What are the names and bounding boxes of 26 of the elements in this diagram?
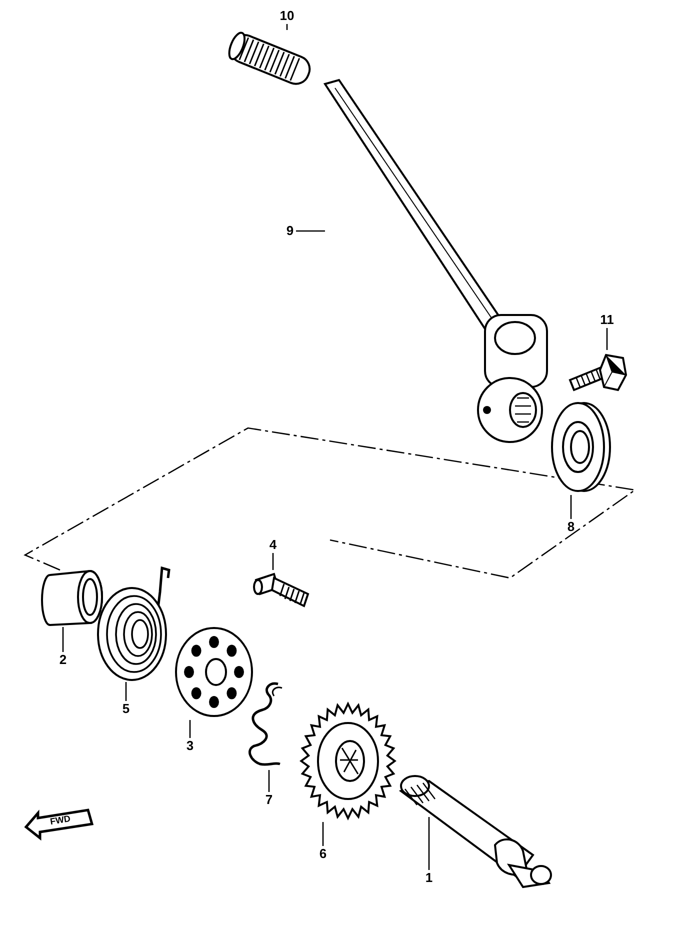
callout-number: 6 [313,846,333,862]
callout-number: 8 [561,519,581,535]
leader-line [322,822,324,846]
leader-line [570,495,572,519]
leader-line [189,720,191,738]
callout-number: 7 [259,792,279,808]
callout-number: 2 [53,652,73,668]
leader-line [272,553,274,570]
leader-line [286,24,288,30]
leader-line [268,770,270,792]
collar-drawing [40,567,105,627]
callout-number: 3 [180,738,200,754]
leader-line [296,230,325,232]
callout-number: 11 [597,312,617,328]
leader-line [428,817,430,870]
leader-line [125,682,127,701]
callout-number: 4 [263,537,283,553]
oil-seal-drawing [548,400,612,495]
leader-line [62,627,64,652]
callout-number: 5 [116,701,136,717]
plate-drawing [172,625,256,720]
callout-number: 1 [419,870,439,886]
direction-label: FWD [49,813,72,827]
callout-number: 9 [280,223,300,239]
callout-number: 10 [277,8,297,24]
leader-line [606,328,608,350]
